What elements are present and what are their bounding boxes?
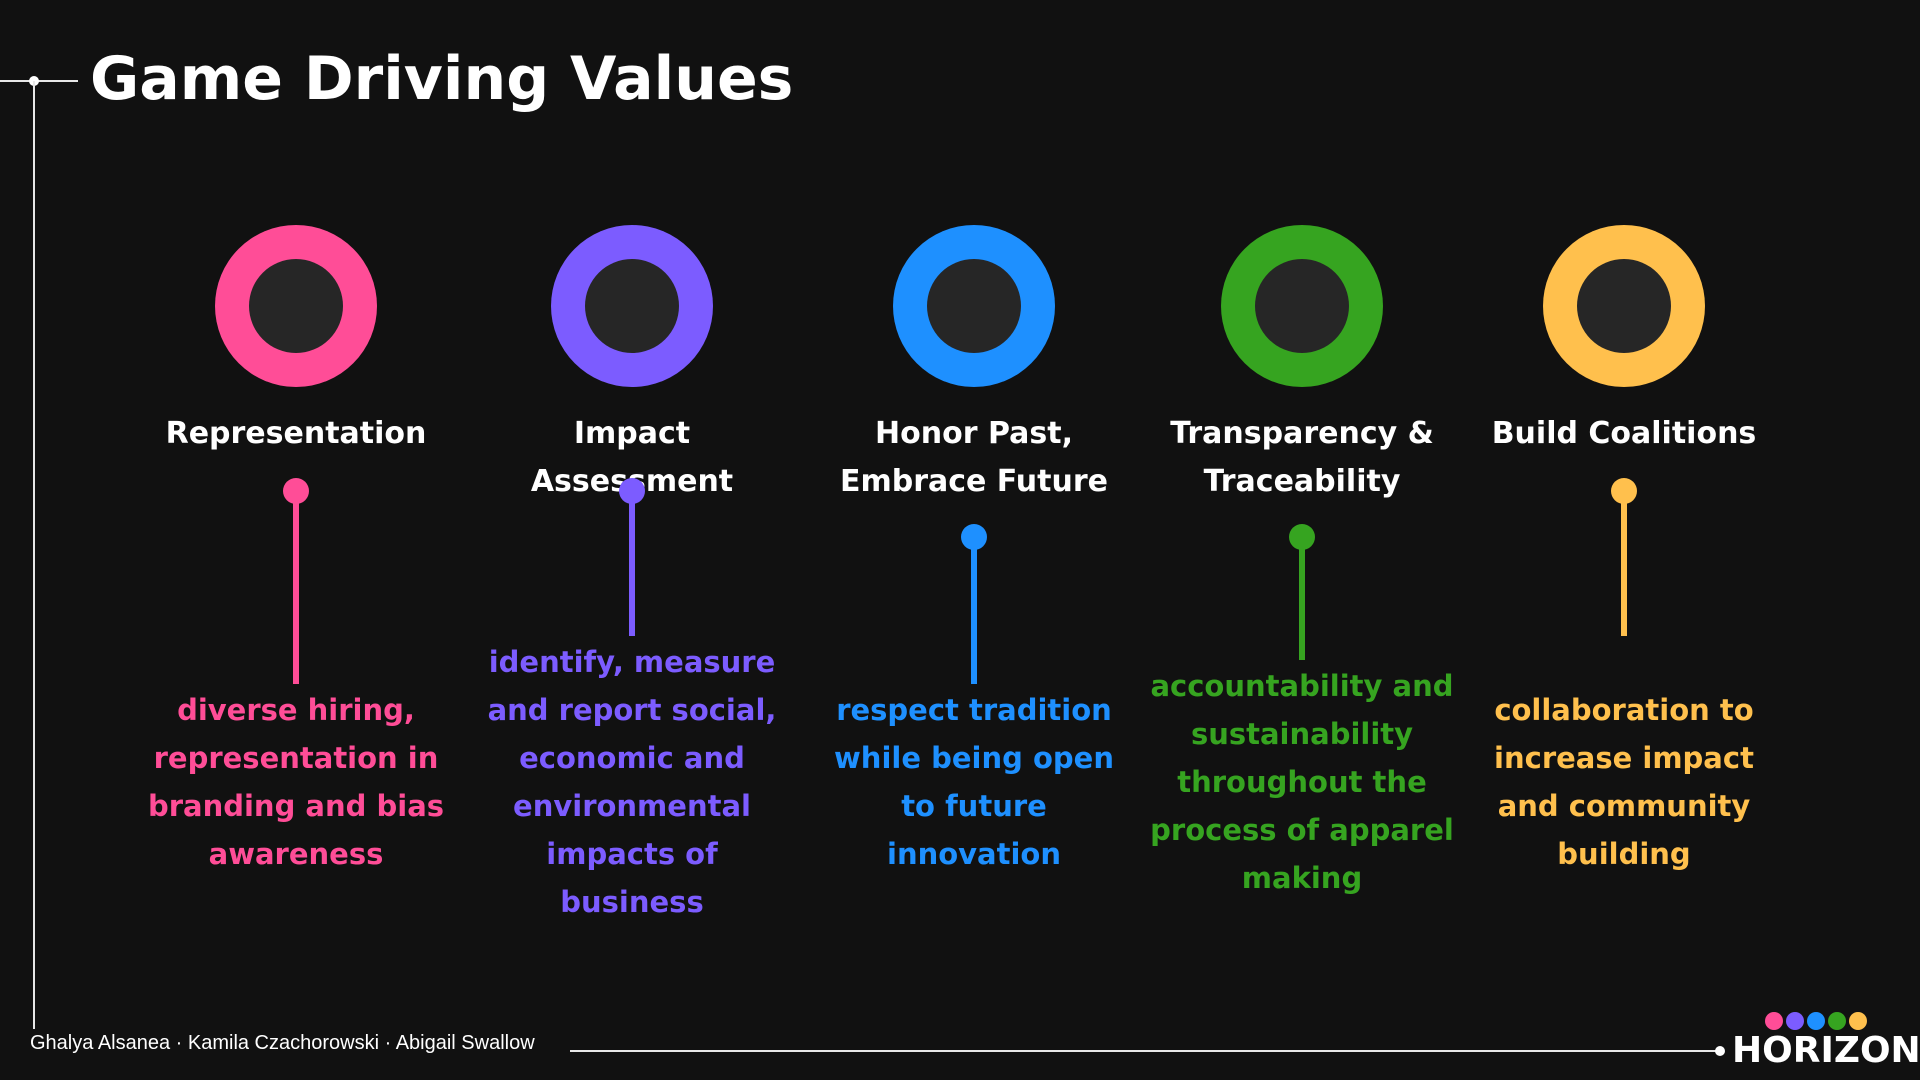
- brand-logo: HORIZON: [1732, 1030, 1920, 1071]
- brand-dot: [1828, 1012, 1846, 1030]
- value-impact-assessment: Impact Assessment identify, measure and …: [472, 0, 792, 1080]
- value-heading: Honor Past, Embrace Future: [839, 416, 1109, 499]
- value-description: accountability and sustainability throug…: [1150, 669, 1454, 895]
- ring-center: [585, 259, 679, 353]
- footer-authors: Ghalya Alsanea · Kamila Czachorowski · A…: [30, 1032, 535, 1054]
- value-ring-icon: [1221, 225, 1383, 387]
- brand-dot: [1765, 1012, 1783, 1030]
- left-frame-rule: [33, 81, 35, 1029]
- pin-stem: [629, 498, 635, 636]
- pin-stem: [971, 544, 977, 684]
- brand-dot: [1786, 1012, 1804, 1030]
- ring-center: [1255, 259, 1349, 353]
- brand-dot: [1807, 1012, 1825, 1030]
- page-title: Game Driving Values: [90, 44, 794, 114]
- pin-stem: [1621, 498, 1627, 636]
- pin-stem: [293, 498, 299, 684]
- footer-rule-dot: [1715, 1046, 1725, 1056]
- value-build-coalitions: Build Coalitions collaboration to increa…: [1464, 0, 1784, 1080]
- value-description: diverse hiring, representation in brandi…: [147, 693, 445, 871]
- title-rule: [0, 80, 78, 82]
- value-ring-icon: [551, 225, 713, 387]
- value-ring-icon: [1543, 225, 1705, 387]
- value-honor-past: Honor Past, Embrace Future respect tradi…: [814, 0, 1134, 1080]
- ring-center: [927, 259, 1021, 353]
- ring-center: [1577, 259, 1671, 353]
- value-description: collaboration to increase impact and com…: [1494, 693, 1754, 871]
- value-transparency: Transparency & Traceability accountabili…: [1142, 0, 1462, 1080]
- ring-center: [249, 259, 343, 353]
- footer-rule: [570, 1050, 1722, 1052]
- value-heading: Representation: [165, 416, 427, 451]
- value-description: respect tradition while being open to fu…: [834, 693, 1114, 871]
- value-ring-icon: [893, 225, 1055, 387]
- value-heading: Transparency & Traceability: [1170, 416, 1434, 499]
- value-heading: Build Coalitions: [1491, 416, 1757, 451]
- brand-dot: [1849, 1012, 1867, 1030]
- value-representation: Representation diverse hiring, represent…: [136, 0, 456, 1080]
- pin-stem: [1299, 544, 1305, 660]
- value-description: identify, measure and report social, eco…: [487, 645, 777, 919]
- value-ring-icon: [215, 225, 377, 387]
